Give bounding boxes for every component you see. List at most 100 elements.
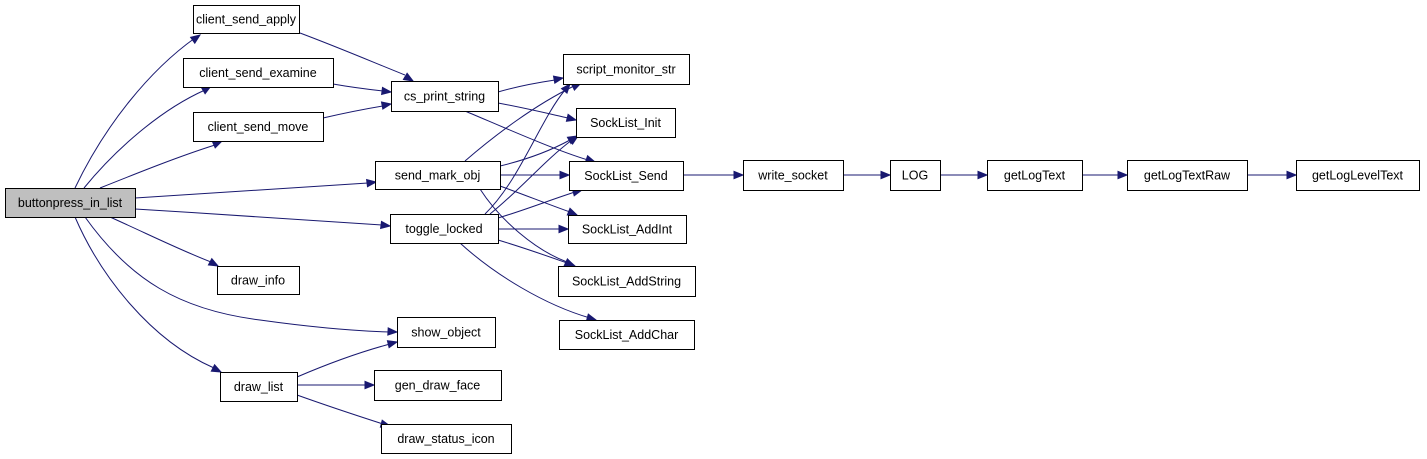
edge-line xyxy=(499,185,571,213)
edge-line xyxy=(74,216,215,369)
node-box xyxy=(217,266,300,295)
node-box xyxy=(1127,160,1248,191)
node-label: draw_status_icon xyxy=(397,432,494,446)
edge-send_mark_obj-to-SockList_Send xyxy=(500,170,571,180)
node-SockList_AddChar[interactable]: SockList_AddChar xyxy=(559,320,695,350)
edge-LOG-to-getLogText xyxy=(940,170,989,180)
node-box xyxy=(5,188,136,218)
node-box xyxy=(569,161,684,191)
edge-line xyxy=(322,105,384,119)
edge-buttonpress_in_list-to-client_send_move xyxy=(99,140,224,189)
node-box xyxy=(220,372,298,402)
edge-client_send_move-to-cs_print_string xyxy=(322,101,393,119)
edge-client_send_apply-to-cs_print_string xyxy=(299,32,415,82)
edge-toggle_locked-to-script_monitor_str xyxy=(484,82,571,215)
node-show_object[interactable]: show_object xyxy=(397,317,496,348)
edge-line xyxy=(497,239,568,264)
node-toggle_locked[interactable]: toggle_locked xyxy=(390,214,499,244)
node-label: buttonpress_in_list xyxy=(18,196,123,210)
edge-buttonpress_in_list-to-send_mark_obj xyxy=(134,178,378,199)
node-getLogTextRaw[interactable]: getLogTextRaw xyxy=(1127,160,1248,191)
arrowhead-icon xyxy=(381,86,393,96)
arrowhead-icon xyxy=(977,170,989,180)
node-script_monitor_str[interactable]: script_monitor_str xyxy=(563,54,690,85)
node-SockList_AddString[interactable]: SockList_AddString xyxy=(558,266,696,297)
arrowhead-icon xyxy=(733,170,745,180)
edge-send_mark_obj-to-SockList_Init xyxy=(499,135,579,167)
arrowhead-icon xyxy=(1117,170,1129,180)
node-box xyxy=(559,320,695,350)
edge-cs_print_string-to-SockList_Init xyxy=(497,102,578,122)
node-label: gen_draw_face xyxy=(395,379,481,393)
node-client_send_apply[interactable]: client_send_apply xyxy=(193,5,300,34)
node-label: SockList_AddString xyxy=(572,275,681,289)
arrowhead-icon xyxy=(566,207,579,216)
node-box xyxy=(890,160,941,191)
node-box xyxy=(391,81,499,112)
node-box xyxy=(397,317,496,348)
edge-buttonpress_in_list-to-draw_info xyxy=(109,216,220,267)
edge-line xyxy=(83,89,206,189)
arrowhead-icon xyxy=(386,340,399,349)
node-cs_print_string[interactable]: cs_print_string xyxy=(391,81,499,112)
edge-getLogTextRaw-to-getLogLevelText xyxy=(1247,170,1298,180)
node-box xyxy=(390,214,499,244)
node-box xyxy=(743,160,844,191)
node-label: toggle_locked xyxy=(405,222,482,236)
node-label: client_send_apply xyxy=(196,13,297,27)
arrowhead-icon xyxy=(585,313,598,322)
node-layer: buttonpress_in_list client_send_applyclie… xyxy=(5,5,1420,454)
arrowhead-icon xyxy=(567,135,580,145)
edge-write_socket-to-LOG xyxy=(843,170,892,180)
arrowhead-icon xyxy=(380,220,392,230)
edge-buttonpress_in_list-to-toggle_locked xyxy=(134,208,392,230)
node-client_send_move[interactable]: client_send_move xyxy=(193,112,324,142)
node-SockList_AddInt[interactable]: SockList_AddInt xyxy=(568,215,687,244)
edge-draw_list-to-gen_draw_face xyxy=(297,380,376,390)
node-send_mark_obj[interactable]: send_mark_obj xyxy=(375,161,501,190)
edge-line xyxy=(484,89,566,215)
arrowhead-icon xyxy=(559,170,571,180)
node-label: SockList_Send xyxy=(584,169,667,183)
node-SockList_Init[interactable]: SockList_Init xyxy=(576,108,676,138)
node-label: SockList_Init xyxy=(590,116,661,130)
node-label: show_object xyxy=(411,326,481,340)
arrowhead-icon xyxy=(880,170,892,180)
node-label: script_monitor_str xyxy=(576,63,675,77)
node-label: getLogLevelText xyxy=(1312,169,1404,183)
node-LOG[interactable]: LOG xyxy=(890,160,941,191)
node-getLogLevelText[interactable]: getLogLevelText xyxy=(1296,160,1420,191)
node-label: LOG xyxy=(902,169,928,183)
edge-toggle_locked-to-SockList_AddInt xyxy=(497,224,570,234)
edge-line xyxy=(489,139,573,215)
arrowhead-icon xyxy=(380,101,393,110)
node-box xyxy=(193,5,300,34)
edge-SockList_Send-to-write_socket xyxy=(683,170,745,180)
node-draw_status_icon[interactable]: draw_status_icon xyxy=(381,424,512,454)
node-box xyxy=(568,215,687,244)
node-getLogText[interactable]: getLogText xyxy=(987,160,1083,191)
edge-buttonpress_in_list-to-client_send_apply xyxy=(74,34,202,189)
edge-line xyxy=(99,144,216,189)
node-box xyxy=(375,161,501,190)
node-draw_list[interactable]: draw_list xyxy=(220,372,298,402)
edge-line xyxy=(464,110,589,161)
node-draw_info[interactable]: draw_info xyxy=(217,266,300,295)
node-gen_draw_face[interactable]: gen_draw_face xyxy=(374,370,502,401)
node-SockList_Send[interactable]: SockList_Send xyxy=(569,161,684,191)
arrowhead-icon xyxy=(189,34,202,45)
edge-toggle_locked-to-SockList_Init xyxy=(489,135,580,215)
node-box xyxy=(1296,160,1420,191)
node-client_send_examine[interactable]: client_send_examine xyxy=(183,58,334,88)
edge-line xyxy=(296,394,384,425)
node-box xyxy=(374,370,502,401)
node-box xyxy=(558,266,696,297)
edge-send_mark_obj-to-SockList_AddInt xyxy=(499,185,579,216)
node-label: SockList_AddInt xyxy=(582,223,673,237)
node-buttonpress_in_list[interactable]: buttonpress_in_list xyxy=(5,188,136,218)
node-label: draw_list xyxy=(234,380,284,394)
node-write_socket[interactable]: write_socket xyxy=(743,160,844,191)
edge-line xyxy=(479,188,568,263)
edge-line xyxy=(299,32,406,76)
